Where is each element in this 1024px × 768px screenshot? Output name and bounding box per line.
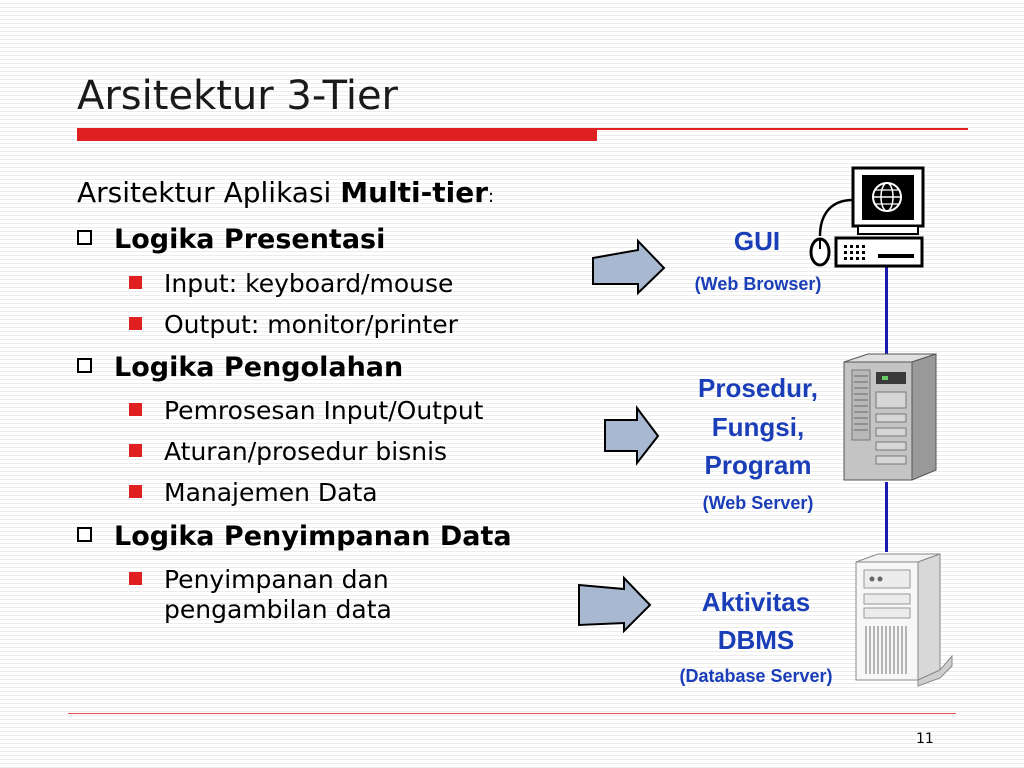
right-arrow-icon (578, 575, 652, 633)
web-label-line1: Prosedur, (698, 373, 818, 403)
desktop-computer-icon (809, 166, 925, 268)
footer-divider (68, 713, 956, 714)
page-number: 11 (916, 731, 934, 747)
database-server-tower-icon (855, 553, 953, 687)
bullet-text: Pemrosesan Input/Output (164, 396, 484, 425)
hollow-square-bullet-icon (77, 230, 92, 245)
hollow-square-bullet-icon (77, 358, 92, 373)
title-underline-thick (77, 130, 597, 141)
right-arrow-icon (604, 405, 660, 466)
section-processing-heading: Logika Pengolahan (77, 352, 403, 384)
intro-line: Arsitektur Aplikasi Multi-tier: (77, 176, 494, 214)
bullet-item: Aturan/prosedur bisnis (129, 437, 447, 467)
web-server-tower-icon (843, 353, 937, 481)
connector-line (885, 262, 888, 357)
db-sub-label: (Database Server) (679, 666, 833, 686)
bullet-text-line1: Penyimpanan dan (164, 565, 389, 594)
db-label-line1: Aktivitas (701, 587, 811, 617)
section-presentation-heading: Logika Presentasi (77, 224, 385, 256)
intro-colon: : (488, 186, 495, 207)
web-label-line2: Fungsi, (711, 412, 805, 442)
red-square-bullet-icon (129, 571, 142, 585)
bullet-text: Input: keyboard/mouse (164, 269, 454, 298)
db-label-line2: DBMS (717, 625, 795, 655)
section-heading-text: Logika Pengolahan (114, 352, 404, 383)
bullet-text: Aturan/prosedur bisnis (164, 437, 448, 466)
bullet-text-line2: pengambilan data (164, 595, 392, 624)
web-label-line3: Program (704, 450, 812, 480)
connector-line (885, 482, 888, 552)
red-square-bullet-icon (129, 484, 142, 498)
bullet-text: Manajemen Data (164, 478, 378, 507)
intro-text: Arsitektur Aplikasi (77, 176, 341, 209)
hollow-square-bullet-icon (77, 527, 92, 542)
intro-bold: Multi-tier (340, 176, 489, 209)
slide-title: Arsitektur 3-Tier (77, 73, 398, 119)
section-storage-heading: Logika Penyimpanan Data (77, 521, 512, 553)
gui-label: GUI (733, 226, 781, 256)
red-square-bullet-icon (129, 275, 142, 289)
section-heading-text: Logika Penyimpanan Data (114, 521, 512, 552)
bullet-item: Manajemen Data (129, 478, 378, 508)
section-heading-text: Logika Presentasi (114, 224, 386, 255)
gui-sub-label: (Web Browser) (694, 274, 822, 294)
bullet-item: Output: monitor/printer (129, 310, 458, 340)
red-square-bullet-icon (129, 443, 142, 457)
red-square-bullet-icon (129, 316, 142, 330)
title-underline-thin (77, 128, 968, 130)
bullet-text: Output: monitor/printer (164, 310, 458, 339)
bullet-item: Pemrosesan Input/Output (129, 396, 483, 426)
web-sub-label: (Web Server) (702, 493, 814, 513)
right-arrow-icon (592, 238, 666, 296)
bullet-item: Input: keyboard/mouse (129, 269, 453, 299)
red-square-bullet-icon (129, 402, 142, 416)
